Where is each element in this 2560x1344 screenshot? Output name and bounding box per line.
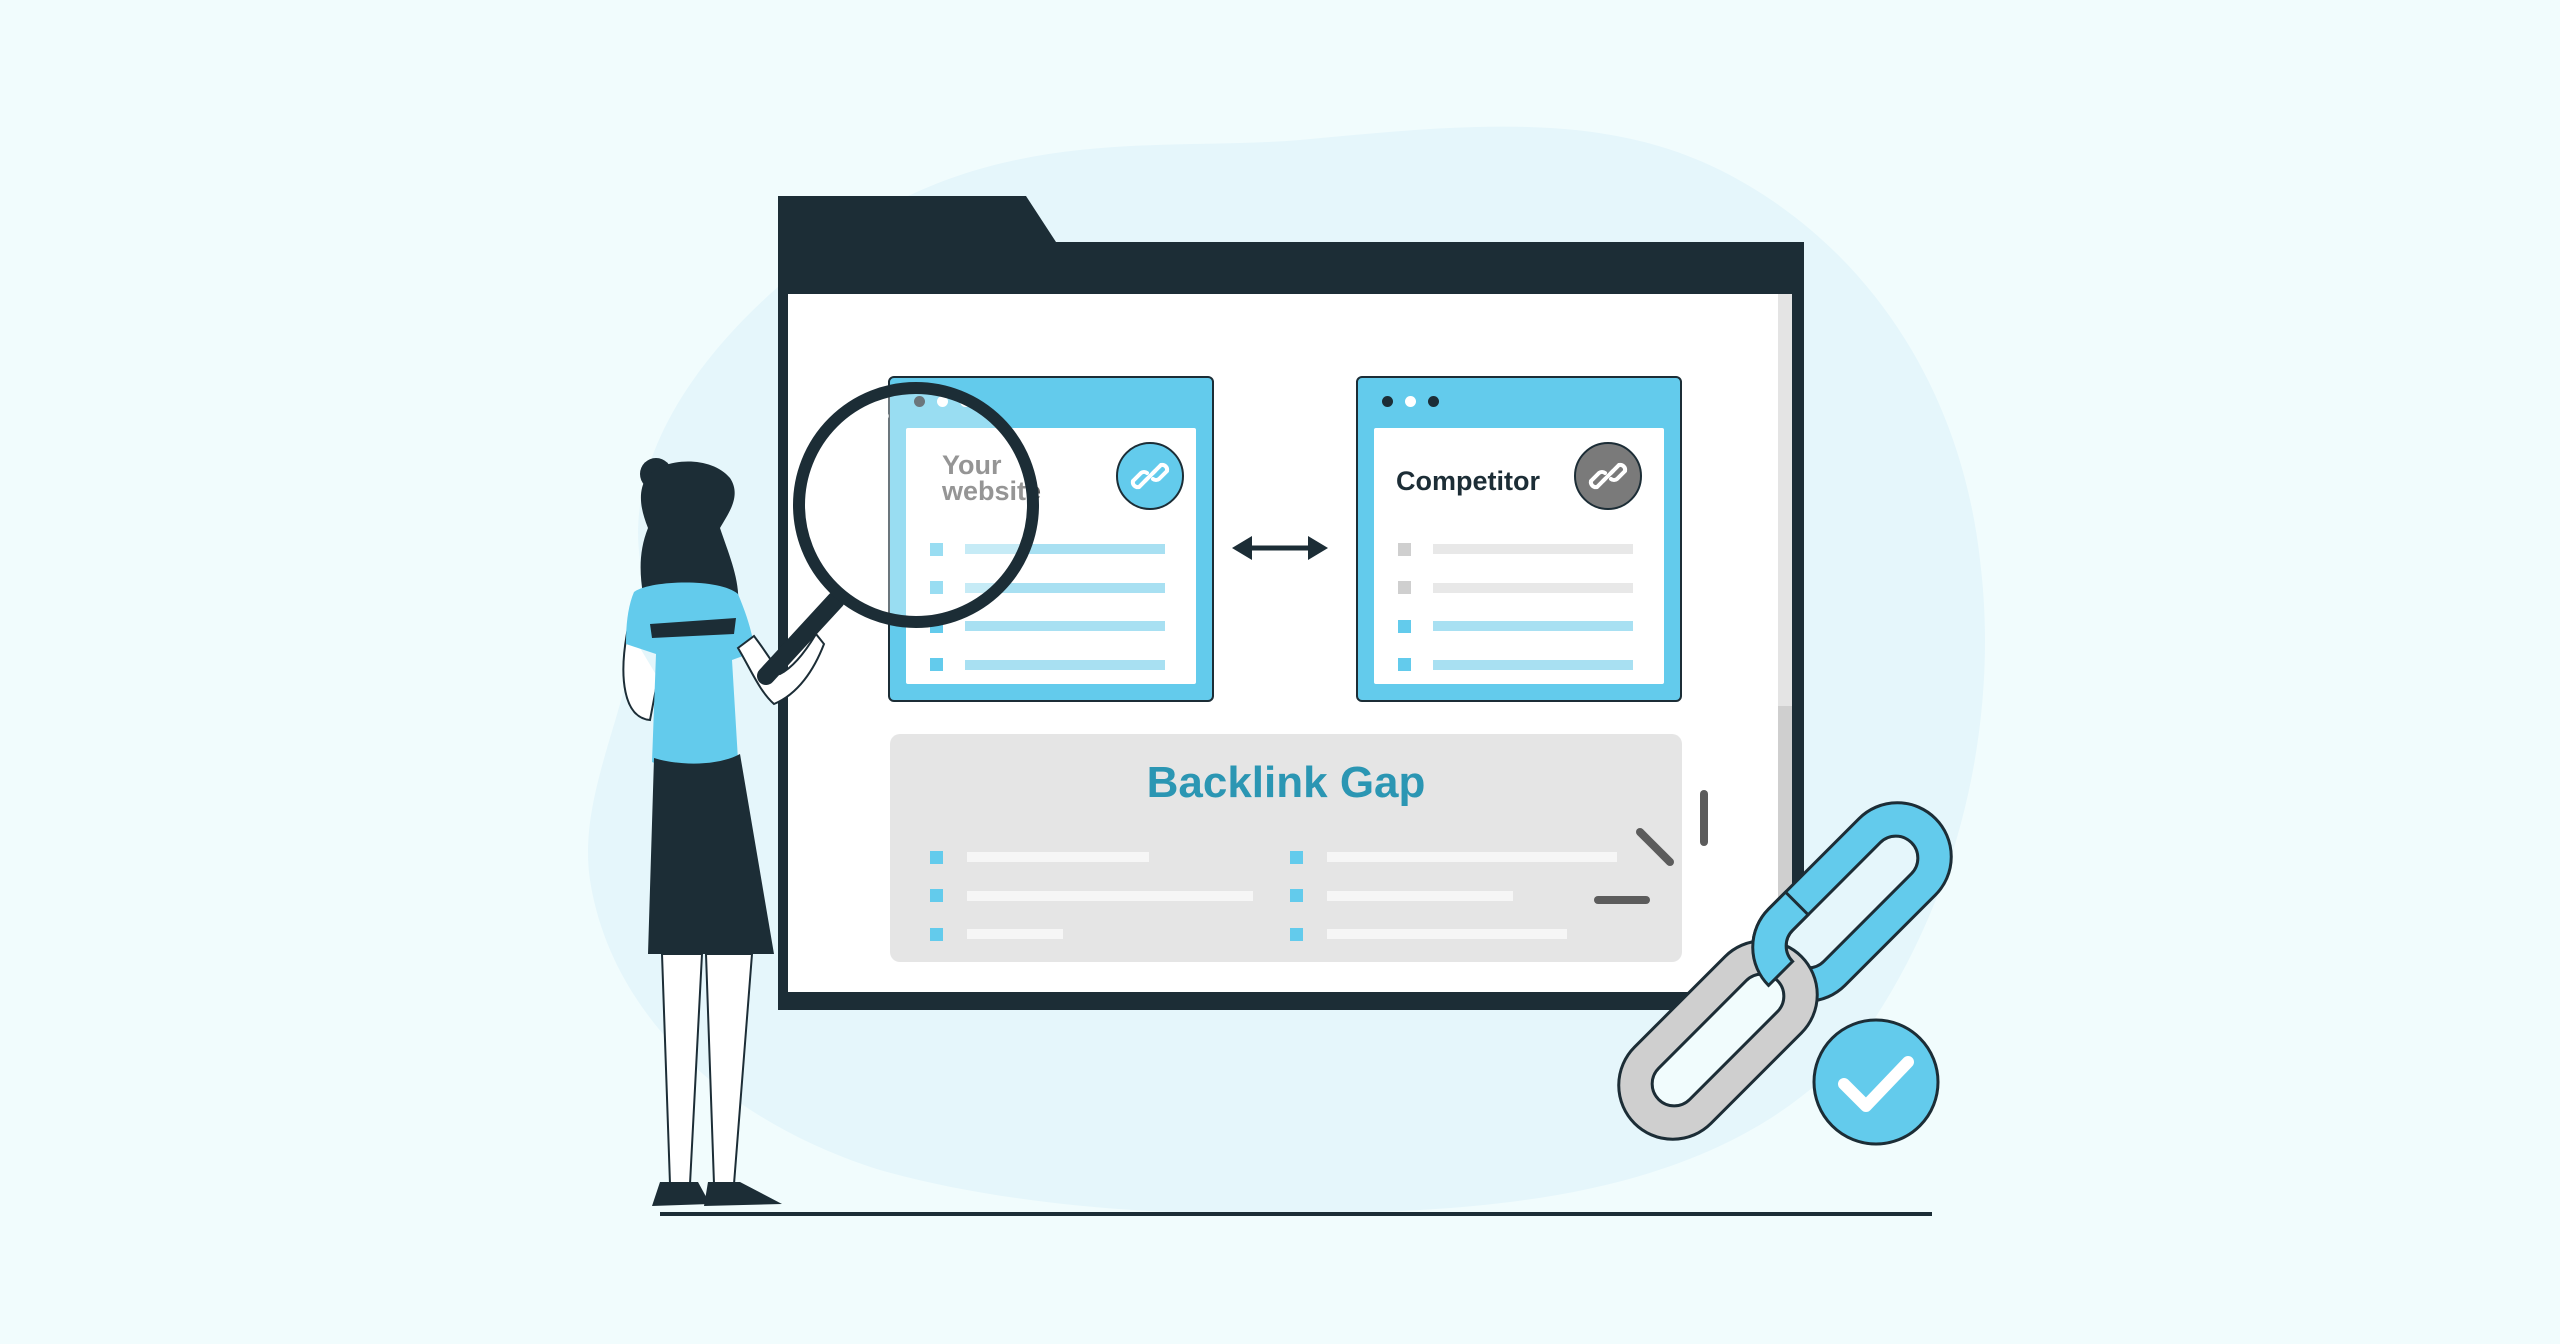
list-item [930, 646, 1172, 685]
list-item [930, 877, 1253, 916]
card-title: Competitor [1396, 466, 1540, 496]
link-list [1398, 530, 1640, 684]
panel-title: Backlink Gap [1146, 758, 1426, 807]
list-item [1290, 838, 1617, 877]
check-icon [1812, 1018, 1940, 1146]
ground-line [660, 1212, 1932, 1216]
magnifier-icon [757, 382, 1039, 685]
competitor-card: Competitor [1356, 376, 1682, 702]
window-dots [1382, 396, 1439, 407]
gap-list-right [1290, 838, 1617, 954]
list-item [930, 915, 1253, 954]
chain-link-icon [1574, 442, 1642, 510]
list-item [930, 838, 1253, 877]
list-item [930, 569, 1172, 608]
card-body: Your website [906, 428, 1196, 684]
list-item [1398, 569, 1640, 608]
backlink-gap-panel: Backlink Gap [890, 734, 1682, 962]
person-figure [622, 458, 826, 1206]
list-item [1290, 915, 1617, 954]
your-website-card: Your website [888, 376, 1214, 702]
link-list [930, 530, 1172, 684]
card-title: Your website [942, 452, 1041, 505]
list-item [1398, 530, 1640, 569]
list-item [930, 530, 1172, 569]
card-body: Competitor [1374, 428, 1664, 684]
compare-arrow-icon [1232, 536, 1328, 560]
title-line-2: website [942, 478, 1041, 505]
list-item [1290, 877, 1617, 916]
chain-link-icon [1116, 442, 1184, 510]
list-item [1398, 646, 1640, 685]
list-item [1398, 607, 1640, 646]
title-line-1: Your [942, 452, 1041, 479]
chain-links-icon [1594, 790, 1953, 1146]
gap-list-left [930, 838, 1253, 954]
